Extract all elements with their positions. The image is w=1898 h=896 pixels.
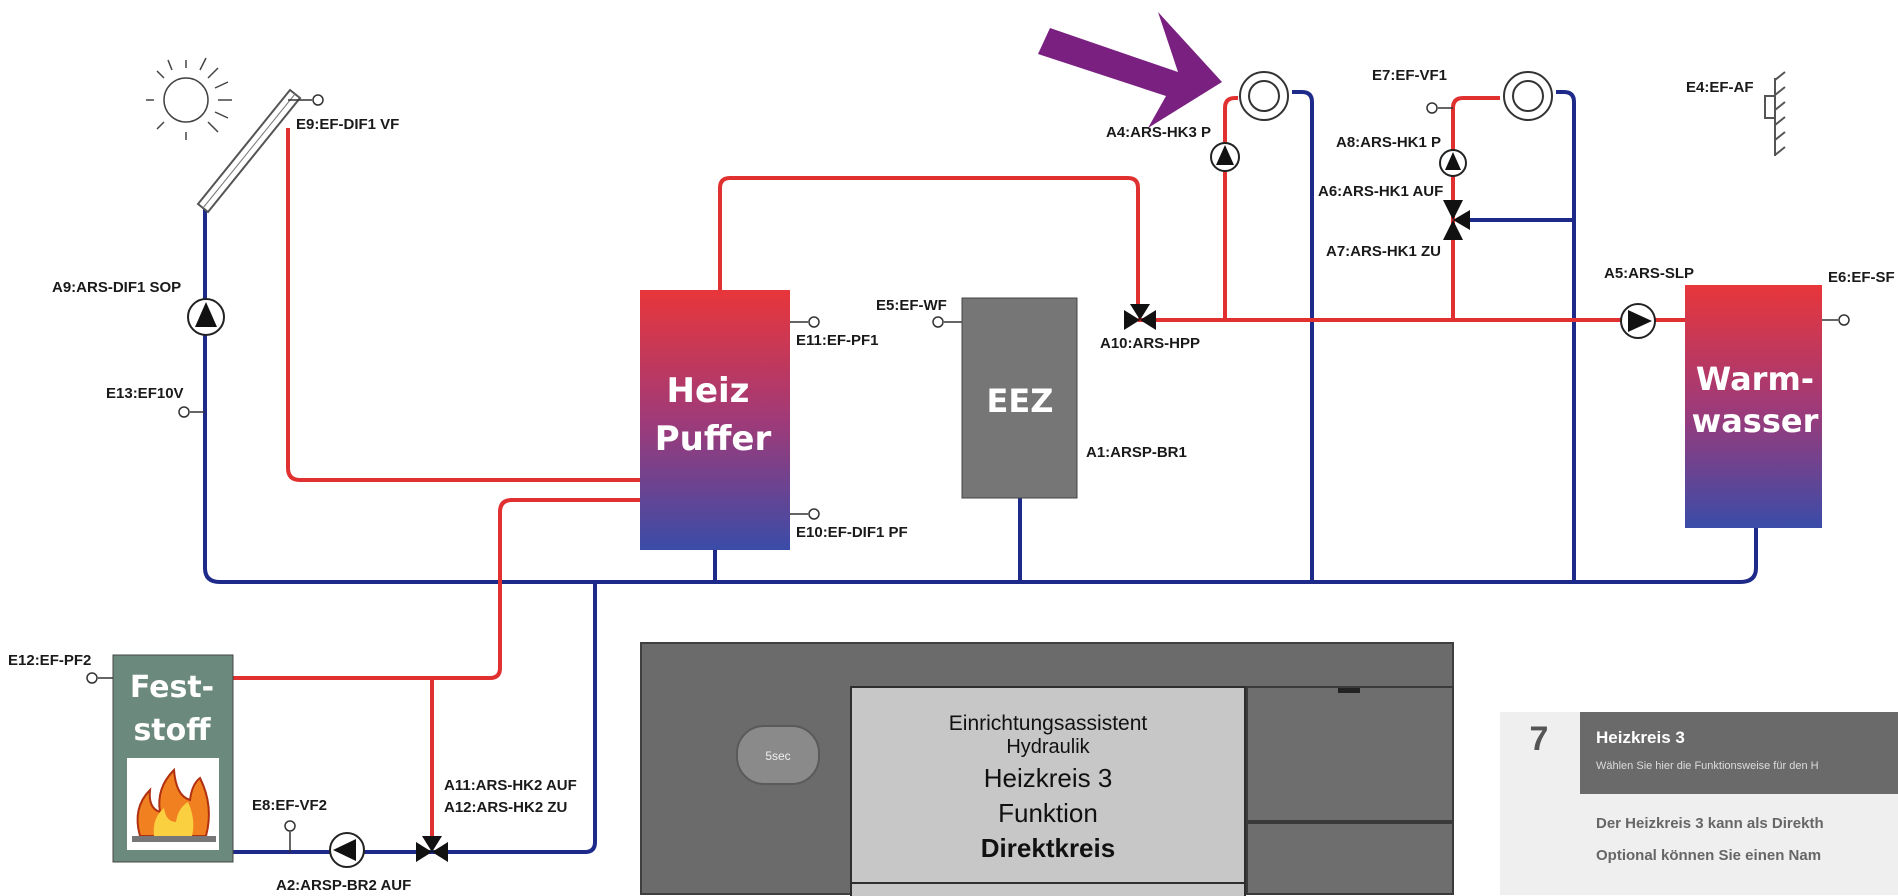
- label-e11: E11:EF-PF1: [796, 332, 879, 349]
- label-a12: A12:ARS-HK2 ZU: [444, 799, 567, 816]
- label-a11: A11:ARS-HK2 AUF: [444, 777, 577, 794]
- label-a5: A5:ARS-SLP: [1604, 265, 1694, 282]
- label-e12: E12:EF-PF2: [8, 652, 91, 669]
- label-a10: A10:ARS-HPP: [1100, 335, 1200, 352]
- step-number: 7: [1529, 720, 1549, 758]
- label-e9: E9:EF-DIF1 VF: [296, 116, 399, 133]
- step-panel: 7 Heizkreis 3 Wählen Sie hier die Funkti…: [1500, 712, 1898, 895]
- label-e13: E13:EF10V: [106, 385, 184, 402]
- pump-icon: [329, 832, 365, 868]
- sensor-taps: [86, 94, 1850, 852]
- label-a7: A7:ARS-HK1 ZU: [1326, 243, 1441, 260]
- solid-fuel-label-1: Fest-: [130, 670, 214, 705]
- label-e7: E7:EF-VF1: [1372, 67, 1447, 84]
- button-text: 5sec: [765, 749, 791, 763]
- step-body: Der Heizkreis 3 kann als Direkth Optiona…: [1596, 808, 1898, 872]
- solar-collector: [196, 88, 302, 214]
- eez-label: EEZ: [987, 382, 1054, 420]
- controller-screen-lower: [850, 882, 1246, 896]
- solid-fuel-label-2: stoff: [133, 713, 211, 748]
- label-e6: E6:EF-SF: [1828, 269, 1895, 286]
- label-e10: E10:EF-DIF1 PF: [796, 524, 908, 541]
- controller-side-button[interactable]: [1246, 822, 1454, 895]
- sun-icon: [146, 57, 232, 140]
- step-title: Heizkreis 3: [1596, 728, 1685, 747]
- label-a6: A6:ARS-HK1 AUF: [1318, 183, 1443, 200]
- hot-water-label-1: Warm-: [1696, 360, 1814, 398]
- screen-line-value[interactable]: Direktkreis: [980, 833, 1116, 863]
- pump-icon: [1439, 149, 1467, 177]
- screen-line-wizard: Einrichtungsassistent: [948, 712, 1148, 735]
- step-body-line-2: Optional können Sie einen Nam: [1596, 847, 1822, 864]
- label-a1: A1:ARSP-BR1: [1086, 444, 1187, 461]
- pump-icon: [1620, 303, 1656, 339]
- label-a9: A9:ARS-DIF1 SOP: [52, 279, 181, 296]
- label-a2: A2:ARSP-BR2 AUF: [276, 877, 411, 894]
- label-e8: E8:EF-VF2: [252, 797, 327, 814]
- step-header: Heizkreis 3 Wählen Sie hier die Funktion…: [1580, 712, 1898, 794]
- screen-line-function: Funktion: [998, 798, 1098, 828]
- hot-water-label-2: wasser: [1692, 402, 1819, 440]
- reset-button[interactable]: 5sec: [736, 725, 820, 785]
- fire-icon: [127, 758, 219, 850]
- controller-side-button[interactable]: [1246, 686, 1454, 822]
- buffer-tank-label-2: Puffer: [655, 419, 772, 459]
- step-subtitle: Wählen Sie hier die Funktionsweise für d…: [1596, 760, 1819, 772]
- outdoor-sensor-icon: [1764, 71, 1786, 156]
- valve-icon: [1443, 200, 1470, 240]
- buffer-tank: [640, 290, 790, 550]
- eez-unit: [961, 297, 1078, 499]
- buffer-tank-label-1: Heiz: [667, 371, 750, 411]
- label-a8: A8:ARS-HK1 P: [1336, 134, 1441, 151]
- supply-pipes: [232, 96, 1688, 840]
- label-e5: E5:EF-WF: [876, 297, 947, 314]
- diagram-labels: E9:EF-DIF1 VF A9:ARS-DIF1 SOP E13:EF10V …: [8, 67, 1895, 894]
- pump-icon: [1210, 142, 1240, 172]
- label-e4: E4:EF-AF: [1686, 79, 1754, 96]
- label-a4: A4:ARS-HK3 P: [1106, 124, 1211, 141]
- valve-icon: [416, 836, 448, 862]
- highlight-arrow-icon: [1038, 12, 1222, 128]
- return-pipes: [203, 90, 1758, 854]
- pump-icon: [187, 298, 225, 336]
- heating-circuit-1-icon: [1503, 71, 1553, 121]
- valve-icon: [1124, 304, 1156, 330]
- screen-line-circuit: Heizkreis 3: [983, 763, 1113, 793]
- controller-screen: Einrichtungsassistent Hydraulik Heizkrei…: [850, 686, 1246, 884]
- step-body-line-1: Der Heizkreis 3 kann als Direkth: [1596, 815, 1824, 832]
- heating-circuit-3-icon: [1239, 71, 1289, 121]
- hot-water-tank: [1685, 285, 1822, 528]
- screen-line-hydraulics: Hydraulik: [1006, 736, 1090, 758]
